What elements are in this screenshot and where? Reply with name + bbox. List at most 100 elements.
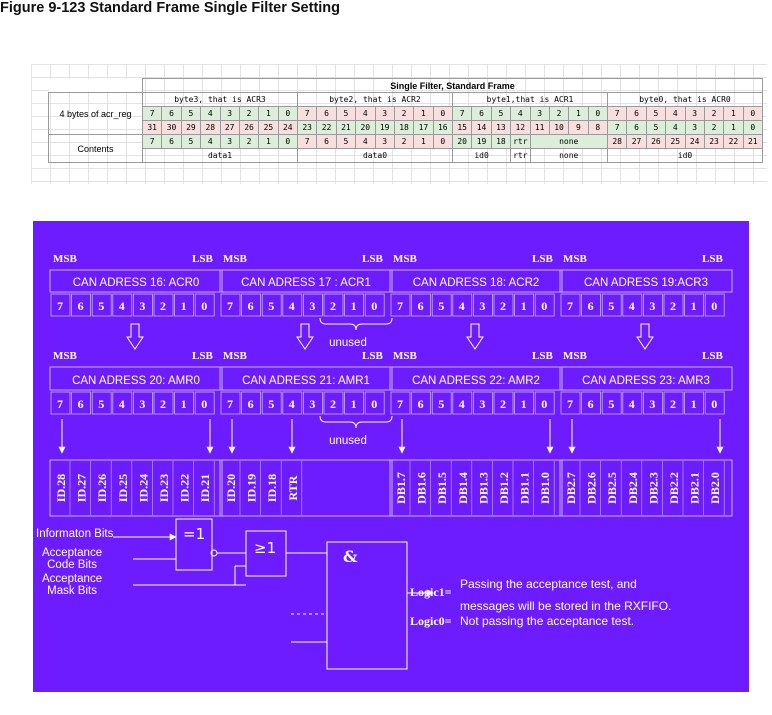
amr-bit-cell	[643, 391, 663, 415]
amr-bit-cell	[261, 391, 282, 415]
content-cell: 18	[490, 134, 512, 149]
output-bit-label: RTR	[286, 475, 300, 500]
global-bit-cell: 25	[258, 120, 279, 135]
output-bit-label: DB1.5	[435, 472, 449, 504]
global-bit-cell: 14	[471, 120, 492, 135]
down-arrow-icon	[466, 323, 484, 350]
bit-cell: 2	[393, 106, 415, 121]
output-bit-label: ID.27	[75, 474, 89, 502]
amr-bit: 0	[711, 397, 717, 411]
amr-bit-cell	[534, 391, 555, 415]
content-cell: 6	[316, 134, 337, 149]
amr-bit-cell	[194, 391, 215, 415]
amr-bit: 7	[227, 397, 233, 411]
lsb-label: LSB	[702, 350, 723, 362]
amr-bit-cell	[302, 391, 323, 415]
row-label-acr-reg: 4 bytes of acr_reg	[48, 92, 143, 135]
amr-bit-cell	[71, 391, 91, 415]
amr-bit: 2	[160, 397, 166, 411]
amr-bit: 3	[139, 397, 145, 411]
output-bit-label: DB1.7	[394, 472, 408, 504]
acr-bit: 0	[371, 299, 377, 313]
logic0-label: Logic0=	[410, 614, 452, 628]
output-bit-label: DB1.1	[518, 472, 532, 504]
global-bit-cell: 29	[180, 120, 202, 135]
content-cell: id0	[451, 148, 512, 163]
amr-bit: 0	[201, 397, 207, 411]
filter-table-area: Single Filter, Standard Frame 4 bytes of…	[31, 64, 767, 184]
amr-box	[389, 366, 563, 391]
bit-cell: 6	[161, 106, 182, 121]
amr-bit: 1	[521, 397, 527, 411]
content-cell: 20	[451, 134, 473, 149]
content-cell: 3	[219, 134, 240, 149]
acr-bit-cell	[663, 293, 684, 317]
acr-bit: 1	[181, 299, 187, 313]
global-bit-cell: 13	[490, 120, 512, 135]
acr-bit: 1	[691, 299, 697, 313]
output-bit-label: DB2.4	[626, 472, 640, 504]
bit-cell: 4	[355, 106, 376, 121]
acr-label: CAN ADRESS 19:ACR3	[584, 277, 708, 289]
acr-bit-cell	[133, 293, 153, 317]
acr-bit-cell	[364, 293, 385, 317]
amr-label: CAN ADRESS 23: AMR3	[582, 375, 710, 387]
acr-bit-cell	[431, 293, 452, 317]
global-bit-cell: 5	[645, 120, 667, 135]
msb-label: MSB	[393, 350, 418, 362]
amr-bit: 7	[57, 397, 63, 411]
bit-cell: 2	[238, 106, 260, 121]
amr-bit-cell	[112, 391, 133, 415]
content-cell: data1	[142, 148, 298, 163]
acr-bit: 7	[397, 299, 403, 313]
amr-bit: 2	[330, 397, 336, 411]
msb-label: MSB	[393, 253, 418, 265]
acr-box	[559, 269, 733, 293]
content-cell: 22	[723, 134, 744, 149]
down-arrow-icon	[636, 323, 654, 350]
amr-bit: 1	[691, 397, 697, 411]
down-arrow-icon	[126, 323, 144, 350]
bit-cell: 7	[451, 106, 473, 121]
amr-bit: 5	[268, 397, 274, 411]
acr-bit-cell	[261, 293, 282, 317]
amr-bit: 2	[670, 397, 676, 411]
down-arrow-icon	[296, 323, 314, 350]
amr-bit-cell	[91, 391, 112, 415]
amr-bit: 1	[181, 397, 187, 411]
global-bit-cell: 18	[393, 120, 415, 135]
bit-cell: 6	[626, 106, 647, 121]
lsb-label: LSB	[192, 350, 213, 362]
and-gate	[326, 541, 408, 670]
content-cell: none	[529, 134, 608, 149]
output-bit-label: ID.28	[54, 474, 68, 502]
acr-bit-cell	[153, 293, 174, 317]
acr-bit: 5	[438, 299, 444, 313]
acr-bit: 2	[330, 299, 336, 313]
global-bit-cell: 1	[723, 120, 744, 135]
output-box	[389, 459, 563, 517]
byte-title: byte3, that is ACR3	[142, 92, 298, 107]
amr-bit-cell	[282, 391, 303, 415]
amr-bit-cell	[514, 391, 535, 415]
output-box	[559, 459, 733, 517]
output-bit-label: ID.23	[157, 474, 171, 502]
bit-cell: 4	[665, 106, 686, 121]
bit-cell: 0	[432, 106, 454, 121]
global-bit-cell: 28	[200, 120, 221, 135]
bit-cell: 7	[141, 106, 163, 121]
output-bit-label: DB2.3	[646, 472, 660, 504]
amr-bit: 6	[78, 397, 84, 411]
content-cell: 7	[141, 134, 163, 149]
unused-bracket-amr	[319, 415, 393, 429]
content-cell: 1	[413, 134, 434, 149]
global-bit-cell: 2	[703, 120, 725, 135]
acr-label: CAN ADRESS 17 : ACR1	[241, 277, 371, 289]
global-bit-cell: 19	[374, 120, 395, 135]
output-bit-label: ID.20	[224, 474, 238, 502]
global-bit-cell: 0	[742, 120, 764, 135]
output-box	[219, 459, 393, 517]
acr-bit: 3	[139, 299, 145, 313]
amr-bit: 3	[649, 397, 655, 411]
